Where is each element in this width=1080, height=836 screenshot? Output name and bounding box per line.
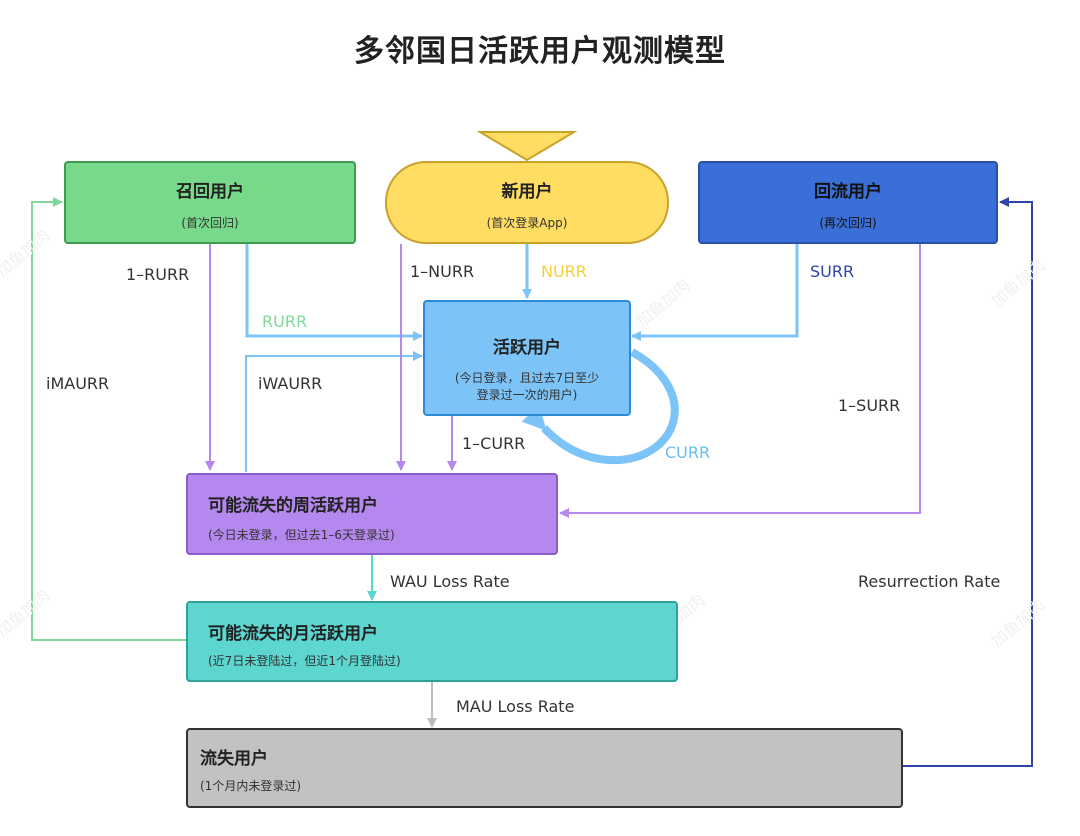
node-new-user-subtitle: (首次登录App) (486, 216, 568, 230)
node-lost-subtitle: (1个月内未登录过) (200, 779, 301, 793)
edge-label-nurr-inv: 1–NURR (410, 262, 475, 281)
node-weekly-subtitle: (今日未登录，但过去1–6天登录过) (208, 528, 395, 542)
node-active-subtitle-line2: 登录过一次的用户) (476, 388, 578, 402)
edge-surr-inv (559, 244, 921, 518)
edge-curr-loop (521, 348, 679, 465)
node-new-user: 新用户 (首次登录App) (385, 161, 669, 244)
node-lost: 流失用户 (1个月内未登录过) (186, 728, 903, 808)
edge-label-curr-inv: 1–CURR (462, 434, 526, 453)
edge-rurr (245, 244, 423, 341)
node-new-user-title: 新用户 (501, 182, 553, 202)
edge-label-curr: CURR (665, 443, 711, 462)
edge-imaurr (31, 197, 186, 641)
edge-label-rurr-inv: 1–RURR (126, 265, 190, 284)
edge-label-wau-loss: WAU Loss Rate (390, 572, 510, 591)
node-return-subtitle: (再次回归) (819, 216, 877, 230)
edge-label-resurrection: Resurrection Rate (858, 572, 1001, 591)
node-active-title: 活跃用户 (493, 338, 561, 358)
edge-resurrection (903, 197, 1033, 767)
node-lost-title: 流失用户 (200, 749, 268, 769)
node-recall-title: 召回用户 (176, 182, 244, 202)
edge-label-iwaurr: iWAURR (258, 374, 323, 393)
edge-label-surr-inv: 1–SURR (838, 396, 901, 415)
edge-label-nurr: NURR (541, 262, 587, 281)
node-active-subtitle-line1: (今日登录，且过去7日至少 (454, 371, 600, 385)
node-monthly: 可能流失的月活跃用户 (近7日未登陆过，但近1个月登陆过) (186, 601, 678, 682)
node-return-title: 回流用户 (814, 182, 882, 202)
node-return: 回流用户 (再次回归) (698, 161, 998, 244)
edge-label-surr: SURR (810, 262, 855, 281)
node-weekly-title: 可能流失的周活跃用户 (208, 496, 378, 516)
node-active: 活跃用户 (今日登录，且过去7日至少 登录过一次的用户) (423, 300, 631, 416)
node-monthly-subtitle: (近7日未登陆过，但近1个月登陆过) (208, 654, 401, 668)
edge-label-rurr: RURR (262, 312, 308, 331)
edge-iwaurr (245, 351, 423, 472)
node-monthly-title: 可能流失的月活跃用户 (208, 624, 378, 644)
entry-triangle (476, 131, 578, 162)
edge-label-imaurr: iMAURR (46, 374, 110, 393)
edge-label-mau-loss: MAU Loss Rate (456, 697, 575, 716)
node-recall-subtitle: (首次回归) (181, 216, 239, 230)
node-weekly: 可能流失的周活跃用户 (今日未登录，但过去1–6天登录过) (186, 473, 558, 555)
page-title: 多邻国日活跃用户观测模型 (354, 34, 726, 69)
node-recall: 召回用户 (首次回归) (64, 161, 356, 244)
edge-surr (631, 244, 799, 341)
